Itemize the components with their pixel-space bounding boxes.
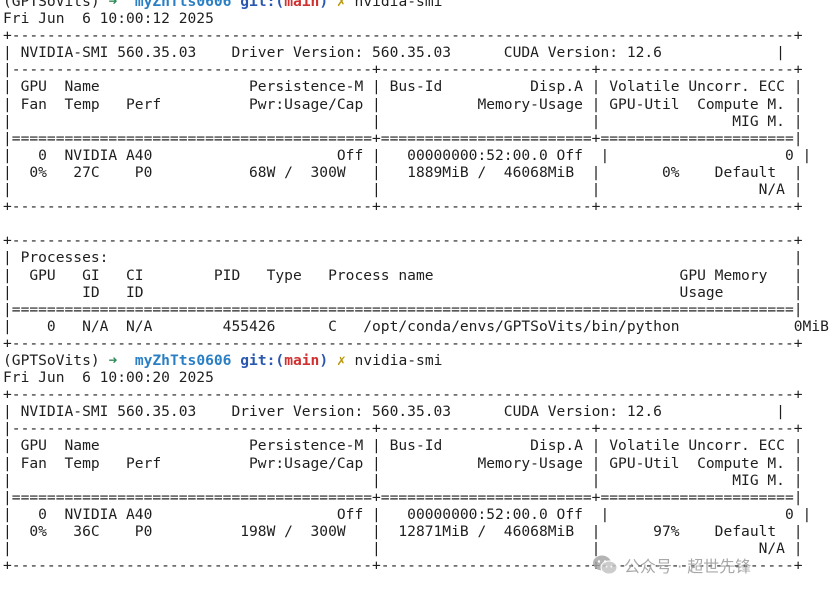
watermark: 公众号 · 超世先锋 bbox=[592, 552, 751, 578]
session1-proc-header-1: | GPU GI CI PID Type Process name GPU Me… bbox=[3, 266, 803, 284]
watermark-text: 公众号 · 超世先锋 bbox=[624, 557, 752, 576]
session2-header-row-3: | | | MIG M. | bbox=[3, 471, 803, 489]
session1-blank bbox=[3, 215, 832, 232]
prompt-arrow: ➜ bbox=[108, 351, 118, 369]
prompt-env: (GPTSoVits) bbox=[3, 351, 109, 369]
session1-bottom-border: +---------------------------------------… bbox=[3, 198, 803, 216]
session1-proc-bottom: +---------------------------------------… bbox=[3, 334, 803, 352]
session2-datetime: Fri Jun 6 10:00:20 2025 bbox=[3, 369, 214, 387]
prompt-git-close: ) bbox=[319, 0, 329, 10]
session2-header-row-2: | Fan Temp Perf Pwr:Usage/Cap | Memory-U… bbox=[3, 454, 803, 472]
prompt-status-mark: ✗ bbox=[336, 351, 346, 369]
session1-proc-title: | Processes: | bbox=[3, 249, 803, 267]
terminal-output[interactable]: (GPTSoVits) ➜ myZhTts0606 git:(main) ✗ n… bbox=[3, 0, 832, 574]
session1-header-row-3: | | | MIG M. | bbox=[3, 112, 803, 130]
session1-proc-header-2: | ID ID Usage | bbox=[3, 283, 803, 301]
session2-gpu-row-1: | 0 NVIDIA A40 Off | 00000000:52:00.0 Of… bbox=[3, 505, 812, 523]
prompt-git-label: git:( bbox=[240, 351, 285, 369]
prompt-space bbox=[231, 0, 240, 10]
session2-gpu-row-3: | | | N/A | bbox=[3, 540, 803, 557]
session1-datetime: Fri Jun 6 10:00:12 2025 bbox=[3, 10, 214, 28]
wechat-icon bbox=[593, 555, 618, 575]
session2-header-row-1: | GPU Name Persistence-M | Bus-Id Disp.A… bbox=[3, 437, 803, 455]
prompt-user: myZhTts0606 bbox=[134, 0, 232, 10]
prompt-command: nvidia-smi bbox=[345, 351, 443, 369]
prompt-arrow: ➜ bbox=[108, 0, 118, 10]
session1-border: +---------------------------------------… bbox=[3, 27, 803, 45]
session1-header-divider: |=======================================… bbox=[3, 129, 803, 147]
session1-version-line: | NVIDIA-SMI 560.35.03 Driver Version: 5… bbox=[3, 44, 785, 62]
session1-gpu-row-2: | 0% 27C P0 68W / 300W | 1889MiB / 46068… bbox=[3, 163, 803, 181]
session1-separator: |---------------------------------------… bbox=[3, 61, 803, 79]
prompt-user: myZhTts0606 bbox=[134, 351, 232, 369]
prompt-space bbox=[231, 352, 240, 369]
session1-proc-row: | 0 N/A N/A 455426 C /opt/conda/envs/GPT… bbox=[3, 317, 832, 335]
session1-header-row-2: | Fan Temp Perf Pwr:Usage/Cap | Memory-U… bbox=[3, 95, 803, 113]
prompt-line-1: (GPTSoVits) ➜ myZhTts0606 git:(main) ✗ n… bbox=[3, 0, 832, 10]
prompt-env: (GPTSoVits) bbox=[3, 0, 109, 10]
session1-gpu-row-1: | 0 NVIDIA A40 Off | 00000000:52:00.0 Of… bbox=[3, 146, 812, 164]
session2-separator: |---------------------------------------… bbox=[3, 420, 803, 438]
session1-proc-divider: |=======================================… bbox=[3, 300, 803, 318]
session2-header-divider: |=======================================… bbox=[3, 488, 803, 506]
prompt-command: nvidia-smi bbox=[345, 0, 443, 10]
prompt-status-mark: ✗ bbox=[336, 0, 346, 10]
prompt-line-2: (GPTSoVits) ➜ myZhTts0606 git:(main) ✗ n… bbox=[3, 352, 832, 369]
prompt-branch: main bbox=[284, 351, 320, 369]
session2-border: +---------------------------------------… bbox=[3, 386, 803, 404]
prompt-git-close: ) bbox=[319, 351, 329, 369]
session2-version-line: | NVIDIA-SMI 560.35.03 Driver Version: 5… bbox=[3, 403, 785, 421]
session2-gpu-row-2: | 0% 36C P0 198W / 300W | 12871MiB / 460… bbox=[3, 522, 803, 540]
prompt-space bbox=[328, 0, 337, 10]
prompt-space bbox=[328, 352, 337, 369]
session1-proc-border: +---------------------------------------… bbox=[3, 232, 803, 250]
session1-header-row-1: | GPU Name Persistence-M | Bus-Id Disp.A… bbox=[3, 78, 803, 96]
prompt-branch: main bbox=[284, 0, 320, 10]
prompt-git-label: git:( bbox=[240, 0, 285, 10]
prompt-space bbox=[117, 352, 135, 369]
session1-gpu-row-3: | | | N/A | bbox=[3, 181, 803, 199]
prompt-space bbox=[117, 0, 135, 10]
